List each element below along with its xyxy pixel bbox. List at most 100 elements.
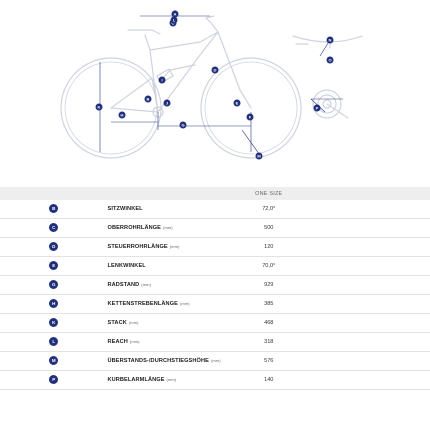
row-spacer	[322, 237, 430, 257]
row-letter-badge: P	[49, 375, 59, 385]
row-name: OBERROHRLÄNGE	[107, 225, 162, 231]
row-spacer	[322, 332, 430, 352]
row-badge-cell: K	[0, 313, 108, 333]
row-unit: (mm)	[169, 244, 180, 249]
row-letter-badge: D	[49, 242, 59, 252]
row-name: REACH	[107, 339, 128, 345]
geometry-table-wrap: ONE SIZE B SITZWINKEL 72,0° C OBERROHRLÄ…	[0, 187, 430, 390]
bike-geometry-diagram: A B C D E F G H I J K L M N O P	[60, 10, 363, 160]
row-unit: (mm)	[179, 301, 190, 306]
crank-detail	[312, 89, 342, 119]
svg-text:I: I	[161, 77, 162, 82]
row-unit: (mm)	[163, 225, 173, 230]
row-name: KETTENSTREBENLÄNGE	[107, 301, 178, 307]
row-value: 500	[215, 218, 323, 238]
table-row: D STEUERROHRLÄNGE(mm) 120	[0, 237, 430, 257]
saddle	[127, 29, 161, 51]
row-label: OBERROHRLÄNGE(mm)	[107, 218, 215, 238]
row-letter-badge: G	[49, 280, 59, 290]
row-letter-badge: L	[49, 337, 59, 347]
row-unit: (mm)	[128, 320, 139, 325]
svg-text:M: M	[257, 153, 261, 158]
row-value: 120	[215, 237, 323, 257]
row-label: RADSTAND(mm)	[107, 275, 215, 295]
callout-d: D	[211, 66, 219, 74]
dimension-lines	[99, 10, 343, 159]
table-row: E LENKWINKEL 70,0°	[0, 256, 430, 276]
row-label: KURBELARMLÄNGE(mm)	[107, 370, 215, 390]
row-spacer	[322, 200, 430, 219]
row-name: STACK	[107, 320, 127, 326]
callout-e: E	[233, 99, 241, 107]
svg-text:B: B	[147, 96, 150, 101]
row-spacer	[322, 351, 430, 371]
row-value: 318	[215, 332, 323, 352]
row-badge-cell: C	[0, 218, 108, 238]
row-value: 72,0°	[215, 200, 323, 219]
svg-text:E: E	[236, 100, 239, 105]
row-spacer	[322, 370, 430, 390]
svg-text:K: K	[98, 104, 101, 109]
row-letter-badge: K	[49, 318, 59, 328]
callout-g: G	[179, 121, 187, 129]
callout-f: F	[246, 113, 254, 121]
table-row: P KURBELARMLÄNGE(mm) 140	[0, 370, 430, 390]
row-letter-badge: C	[49, 223, 59, 233]
callout-i: I	[158, 76, 166, 84]
row-spacer	[322, 313, 430, 333]
row-badge-cell: H	[0, 294, 108, 314]
row-spacer	[322, 294, 430, 314]
table-row: K STACK(mm) 468	[0, 313, 430, 333]
row-name: STEUERROHRLÄNGE	[107, 244, 168, 250]
row-name: RADSTAND	[107, 282, 140, 288]
table-row: B SITZWINKEL 72,0°	[0, 200, 430, 219]
header-badge-col	[0, 187, 108, 200]
row-value: 929	[215, 275, 323, 295]
row-unit: (mm)	[210, 358, 221, 363]
svg-text:G: G	[181, 122, 184, 127]
callout-n: N	[326, 36, 334, 44]
svg-text:D: D	[214, 67, 217, 72]
row-letter-badge: M	[49, 356, 59, 366]
row-label: KETTENSTREBENLÄNGE(mm)	[107, 294, 215, 314]
row-badge-cell: P	[0, 370, 108, 390]
row-name: SITZWINKEL	[107, 206, 143, 212]
table-row: L REACH(mm) 318	[0, 332, 430, 352]
callout-m: M	[255, 152, 263, 160]
header-name-col	[107, 187, 215, 200]
diagram-callouts: A B C D E F G H I J K L M N O P	[95, 10, 334, 160]
row-label: REACH(mm)	[107, 332, 215, 352]
row-label: STACK(mm)	[107, 313, 215, 333]
callout-a: A	[171, 10, 179, 18]
callout-h: H	[118, 111, 126, 119]
row-label: SITZWINKEL	[107, 200, 215, 219]
size-column-header: ONE SIZE	[215, 187, 323, 200]
row-badge-cell: B	[0, 200, 108, 219]
row-badge-cell: L	[0, 332, 108, 352]
row-label: LENKWINKEL	[107, 256, 215, 276]
row-badge-cell: G	[0, 275, 108, 295]
bike-frame	[110, 23, 219, 113]
svg-text:P: P	[316, 105, 319, 110]
callout-k: K	[95, 103, 103, 111]
callout-j: J	[163, 99, 171, 107]
table-row: M ÜBERSTANDS-/DURCHSTIEGSHÖHE(mm) 576	[0, 351, 430, 371]
table-header-row: ONE SIZE	[0, 187, 430, 200]
svg-text:A: A	[174, 11, 177, 16]
svg-text:O: O	[328, 57, 331, 62]
svg-text:L: L	[173, 17, 176, 22]
row-value: 576	[215, 351, 323, 371]
svg-text:J: J	[166, 100, 168, 105]
geometry-rows: B SITZWINKEL 72,0° C OBERROHRLÄNGE(mm) 5…	[0, 200, 430, 390]
row-unit: (mm)	[129, 339, 140, 344]
row-spacer	[322, 218, 430, 238]
front-wheel	[200, 57, 302, 159]
row-letter-badge: H	[49, 299, 59, 309]
row-badge-cell: M	[0, 351, 108, 371]
row-letter-badge: B	[49, 204, 59, 214]
row-badge-cell: D	[0, 237, 108, 257]
row-value: 140	[215, 370, 323, 390]
row-name: KURBELARMLÄNGE	[107, 377, 165, 383]
table-row: G RADSTAND(mm) 929	[0, 275, 430, 295]
row-name: ÜBERSTANDS-/DURCHSTIEGSHÖHE	[107, 358, 209, 364]
